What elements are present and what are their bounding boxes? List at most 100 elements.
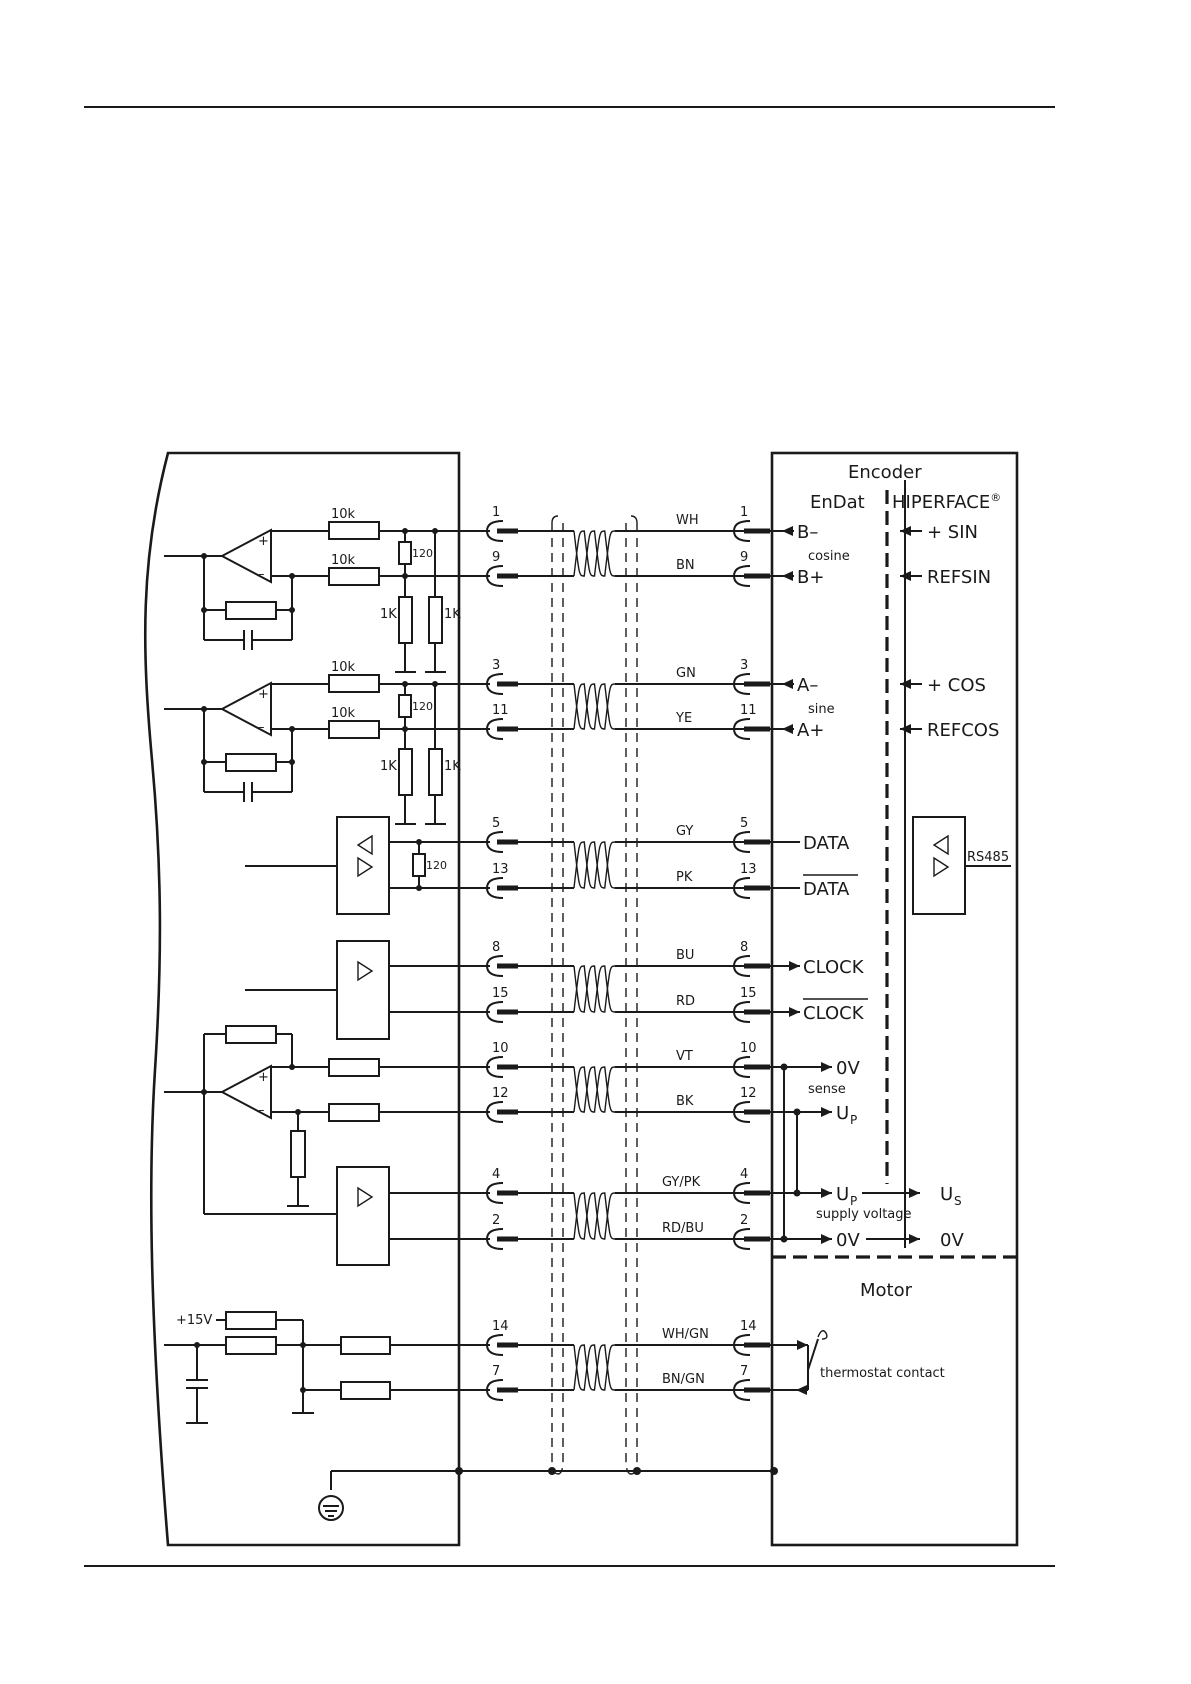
svg-text:+: + (258, 1070, 269, 1085)
x2-pin-number: 14 (492, 1319, 509, 1334)
encoder-pin-number: 8 (740, 940, 748, 955)
resistor-label: 1K (380, 759, 397, 774)
resistor-label: 10k (331, 660, 356, 675)
x2-pin-number: 2 (492, 1213, 500, 1228)
wire-color-label: RD (676, 994, 695, 1009)
resistor-label: 1K (444, 759, 461, 774)
signal-row: 7 7BN/GN (485, 1364, 770, 1401)
hiperface-signal: + COS (927, 675, 986, 696)
svg-text:+: + (258, 687, 269, 702)
hiperface-signal: REFSIN (927, 567, 991, 588)
x2-pin-number: 15 (492, 986, 509, 1001)
wire-color-label: YE (675, 711, 692, 726)
encoder-pin-number: 3 (740, 658, 748, 673)
resistor-label: 10k (331, 706, 356, 721)
signal-subscript: S (954, 1194, 962, 1208)
x2-pin-number: 11 (492, 703, 509, 718)
motor-title: Motor (860, 1280, 913, 1301)
wire-color-label: GY (676, 824, 693, 839)
endat-signal: U (836, 1103, 849, 1124)
endat-signal: B– (797, 522, 818, 543)
rs485-label: RS485 (967, 850, 1009, 865)
twisted-pair (563, 841, 616, 889)
wire-color-label: RD/BU (662, 1221, 704, 1236)
hiperface-signal: 0V (940, 1230, 964, 1251)
encoder-pin-number: 13 (740, 862, 757, 877)
endat-signal: U (836, 1184, 849, 1205)
x2-pin-number: 1 (492, 505, 500, 520)
encoder-pin-number: 9 (740, 550, 748, 565)
encoder-pin-number: 5 (740, 816, 748, 831)
x2-pin-number: 10 (492, 1041, 509, 1056)
signal-row: 3 3GN (485, 658, 770, 695)
endat-signal: CLOCK (803, 957, 865, 978)
twisted-pair (563, 965, 616, 1013)
encoder-pin-number: 12 (740, 1086, 757, 1101)
encoder-motor-box (770, 451, 1019, 1547)
wire-color-label: WH (676, 513, 699, 528)
hiperface-signal: U (940, 1184, 953, 1205)
wire-color-label: GY/PK (662, 1175, 701, 1190)
svg-text:–: – (258, 1103, 265, 1118)
encoder-pin-number: 11 (740, 703, 757, 718)
signal-row: 1 1WH (485, 505, 770, 542)
resistor-label: 120 (426, 859, 447, 872)
resistor-label: 10k (331, 553, 356, 568)
wire-color-label: BN/GN (662, 1372, 705, 1387)
resistor-label: 120 (412, 700, 433, 713)
clock-driver (245, 940, 490, 1040)
x2-pin-number: 4 (492, 1167, 500, 1182)
endat-signal: A– (797, 675, 818, 696)
encoder-pin-number: 14 (740, 1319, 757, 1334)
hiperface-header: HIPERFACE® (892, 491, 1001, 513)
twisted-pair (563, 530, 616, 577)
resistor-label: 120 (412, 547, 433, 560)
twisted-pair (563, 1192, 616, 1240)
supply-driver (204, 1166, 490, 1266)
endat-signal: B+ (797, 567, 824, 588)
x2-pin-number: 9 (492, 550, 500, 565)
x2-pin-number: 3 (492, 658, 500, 673)
endat-signal: CLOCK (803, 1003, 865, 1024)
thermostat-contact-label: thermostat contact (820, 1366, 945, 1381)
endat-signal: DATA (803, 833, 850, 854)
earth-ground-icon (318, 1471, 344, 1521)
signal-note: cosine (808, 549, 850, 564)
x2-pin-number: 12 (492, 1086, 509, 1101)
sense-amplifier: + – (164, 1025, 490, 1214)
signal-subscript: P (850, 1194, 857, 1208)
hiperface-signal: REFCOS (927, 720, 999, 741)
endat-signal: A+ (797, 720, 824, 741)
endat-signal: 0V (836, 1058, 860, 1079)
wire-color-label: VT (676, 1049, 693, 1064)
resistor-label: 10k (331, 507, 356, 522)
endat-signal: 0V (836, 1230, 860, 1251)
drive-box-outline (143, 451, 461, 1547)
endat-header: EnDat (810, 492, 865, 513)
opamp-channel-cos: + – 10k 10k 120 1K 1K (164, 660, 490, 825)
encoder-pin-number: 2 (740, 1213, 748, 1228)
x2-pin-number: 7 (492, 1364, 500, 1379)
twisted-pair (563, 1344, 616, 1391)
encoder-pin-number: 7 (740, 1364, 748, 1379)
wire-color-label: GN (676, 666, 696, 681)
encoder-pin-number: 1 (740, 505, 748, 520)
endat-signal: DATA (803, 879, 850, 900)
wire-color-label: PK (676, 870, 693, 885)
signal-note: sense (808, 1082, 846, 1097)
encoder-title: Encoder (848, 462, 922, 483)
thermostat-input-circuit: +15V (164, 1311, 490, 1424)
supply-15v-label: +15V (176, 1313, 212, 1328)
data-transceiver: 120 (245, 816, 490, 915)
